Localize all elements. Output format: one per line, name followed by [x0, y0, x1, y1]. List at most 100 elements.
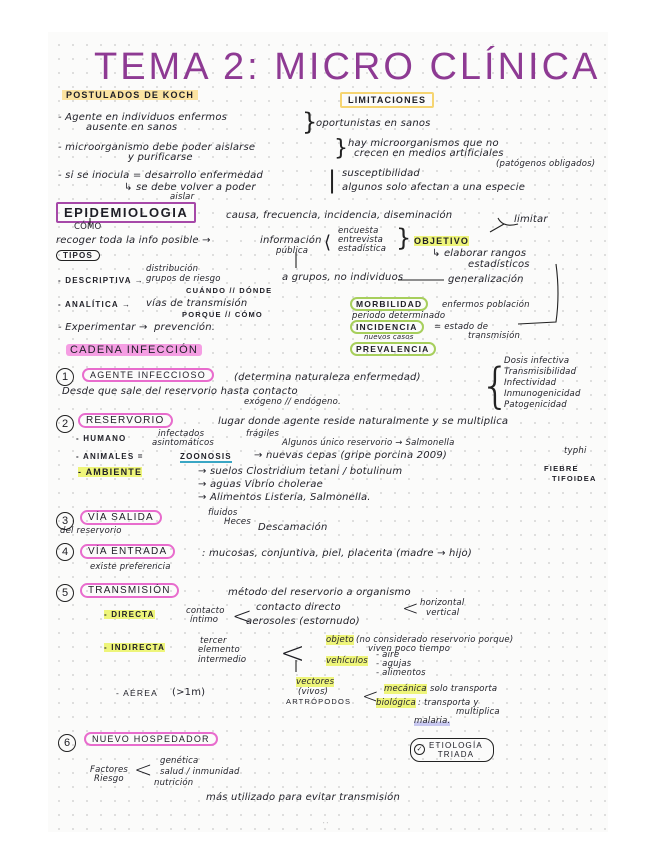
tipos-label: TIPOS: [56, 250, 101, 261]
reservorio-desc: lugar donde agente reside naturalmente y…: [218, 416, 509, 427]
source-1: encuesta: [338, 226, 379, 236]
reservorio-humano: - HUMANO: [76, 434, 127, 443]
brace: }: [396, 224, 412, 252]
step-number-3: 3: [56, 512, 74, 530]
indirecta-detail-2: elemento: [198, 645, 240, 655]
transmision-directa: - DIRECTA: [104, 610, 155, 619]
koch-postulate-3: - si se inocula = desarrollo enfermedad: [58, 170, 264, 181]
directa-branch-2: aerosoles (estornudo): [246, 616, 360, 627]
measure-incidencia-sub: nuevos casos: [364, 333, 414, 341]
etiologia-box: ✓ ETIOLOGÍA TRIADA: [410, 738, 494, 762]
type-experimentar-desc: prevención.: [154, 322, 216, 333]
objeto-desc-2: viven poco tiempo: [368, 644, 451, 654]
measure-morbilidad-desc: enfermos población: [442, 300, 530, 310]
koch-limitation-3: susceptibilidad: [342, 168, 420, 179]
epidemiologia-heading: EPIDEMIOLOGIA: [56, 202, 197, 223]
factores-label-2: Riesgo: [94, 774, 124, 784]
humano-note-2: Algunos único reservorio → Salmonella: [282, 438, 455, 448]
publica-text: pública: [276, 246, 309, 256]
exit-3: Descamación: [258, 522, 328, 533]
cadena-heading: CADENA INFECCIÓN: [66, 344, 202, 356]
notebook-page: TEMA 2: MICRO CLÍNICA POSTULADOS DE KOCH…: [48, 32, 608, 832]
type-experimentar: - Experimentar →: [58, 322, 148, 333]
koch-heading: POSTULADOS DE KOCH: [62, 90, 199, 100]
indirecta-detail-3: intermedio: [198, 655, 247, 665]
type-analitica-desc: vías de transmisión: [146, 298, 248, 309]
brace: }: [334, 136, 348, 161]
vehiculo-1: - aire: [376, 650, 400, 660]
como-label: CÓMO: [74, 222, 102, 232]
source-2: entrevista: [338, 235, 384, 245]
type-descriptiva-desc: distribución: [146, 264, 199, 274]
property-5: Patogenicidad: [504, 400, 567, 410]
type-analitica: - ANALÍTICA →: [58, 300, 132, 309]
step-number-6: 6: [58, 734, 76, 752]
type-analitica-q: PORQUE // CÓMO: [182, 310, 263, 319]
triada-label: TRIADA: [437, 750, 475, 759]
generalizacion-text: generalización: [448, 274, 524, 285]
step-number-2: 2: [56, 415, 74, 433]
reservorio-ambiente: - AMBIENTE: [78, 467, 143, 477]
property-2: Transmisibilidad: [504, 367, 577, 377]
animales-detail: → nuevas cepas (gripe porcina 2009): [254, 450, 448, 461]
aerea-detail: (>1m): [172, 687, 206, 698]
indirecta-objeto: objeto: [326, 635, 354, 645]
check-circle-icon: ✓: [414, 744, 425, 755]
koch-postulate-2b: y purificarse: [128, 152, 193, 163]
via-salida-label: VÍA SALIDA: [80, 510, 162, 525]
type-descriptiva-q: CUÁNDO // DÓNDE: [186, 286, 273, 295]
reservorio-label: RESERVORIO: [78, 413, 173, 428]
page-title: TEMA 2: MICRO CLÍNICA: [94, 46, 601, 88]
step-number-5: 5: [56, 584, 74, 602]
biologica-desc-2: multiplica: [456, 707, 500, 717]
koch-limitation-3b: algunos solo afectan a una especie: [342, 182, 526, 193]
branch-icon: <: [362, 684, 379, 708]
vehiculo-2: - agujas: [376, 659, 412, 669]
etiologia-label: ETIOLOGÍA: [429, 741, 483, 750]
recoger-text: recoger toda la info posible →: [56, 235, 211, 246]
koch-limitation-2b: crecen en medios artificiales: [354, 148, 504, 159]
reservorio-animales: - ANIMALES =: [76, 452, 144, 461]
transmision-indirecta: - INDIRECTA: [104, 643, 166, 652]
type-descriptiva: - DESCRIPTIVA →: [58, 276, 145, 285]
measure-prevalencia: PREVALENCIA: [350, 342, 436, 356]
vector-mecanica: mecánica: [384, 684, 427, 694]
humano-detail-2: asintomáticos: [152, 438, 215, 448]
agente-infeccioso-label: AGENTE INFECCIOSO: [82, 368, 214, 382]
via-entrada-label: VÍA ENTRADA: [80, 544, 176, 559]
transmision-aerea: - AÉREA: [116, 688, 158, 698]
directa-branch-1: contacto directo: [256, 602, 341, 613]
measure-incidencia-desc-2: transmisión: [468, 331, 521, 341]
objetivo-label: OBJETIVO: [414, 236, 470, 246]
vectores-2: (vivos): [298, 687, 329, 697]
humano-note-5: TIFOIDEA: [552, 474, 597, 483]
agente-desc-2: Desde que sale del reservorio hasta cont…: [62, 386, 298, 397]
objetivo-desc-2: estadísticos: [468, 259, 530, 270]
vector-biologica: biológica: [376, 698, 416, 708]
ambiente-line-3: → Alimentos Listeria, Salmonella.: [198, 492, 371, 503]
koch-limitation-2c: (patógenos obligados): [496, 159, 596, 169]
source-3: estadística: [338, 244, 387, 254]
epidemiologia-definition: causa, frecuencia, incidencia, diseminac…: [226, 210, 453, 221]
biologica-desc-3: malaria.: [414, 716, 451, 726]
humano-note-4: fiebre: [544, 464, 579, 473]
directa-leaf-2: vertical: [426, 608, 460, 618]
branch-icon: <: [134, 758, 153, 783]
measure-incidencia: INCIDENCIA: [350, 320, 424, 334]
indirecta-vectores: vectores: [296, 677, 335, 687]
directa-leaf-1: horizontal: [420, 598, 465, 608]
via-entrada-desc-2: existe preferencia: [90, 562, 171, 572]
measure-incidencia-desc: = estado de: [434, 322, 489, 332]
connector-arrows: [89, 217, 559, 672]
factor-1: genética: [160, 756, 199, 766]
nuevo-hospedador-label: NUEVO HOSPEDADOR: [84, 732, 218, 746]
biologica-desc: : transporta y: [418, 698, 479, 708]
humano-detail: infectados: [158, 429, 205, 439]
exit-2: Heces: [224, 517, 251, 527]
measure-morbilidad-desc-2: periodo determinado: [352, 311, 446, 321]
vectores-3: ARTRÓPODOS: [286, 697, 352, 706]
grupos-text: a grupos, no individuos: [282, 272, 404, 283]
vehiculo-3: - alimentos: [376, 668, 426, 678]
koch-limitation-1: oportunistas en sanos: [316, 118, 431, 129]
agente-desc: (determina naturaleza enfermedad): [234, 372, 421, 383]
